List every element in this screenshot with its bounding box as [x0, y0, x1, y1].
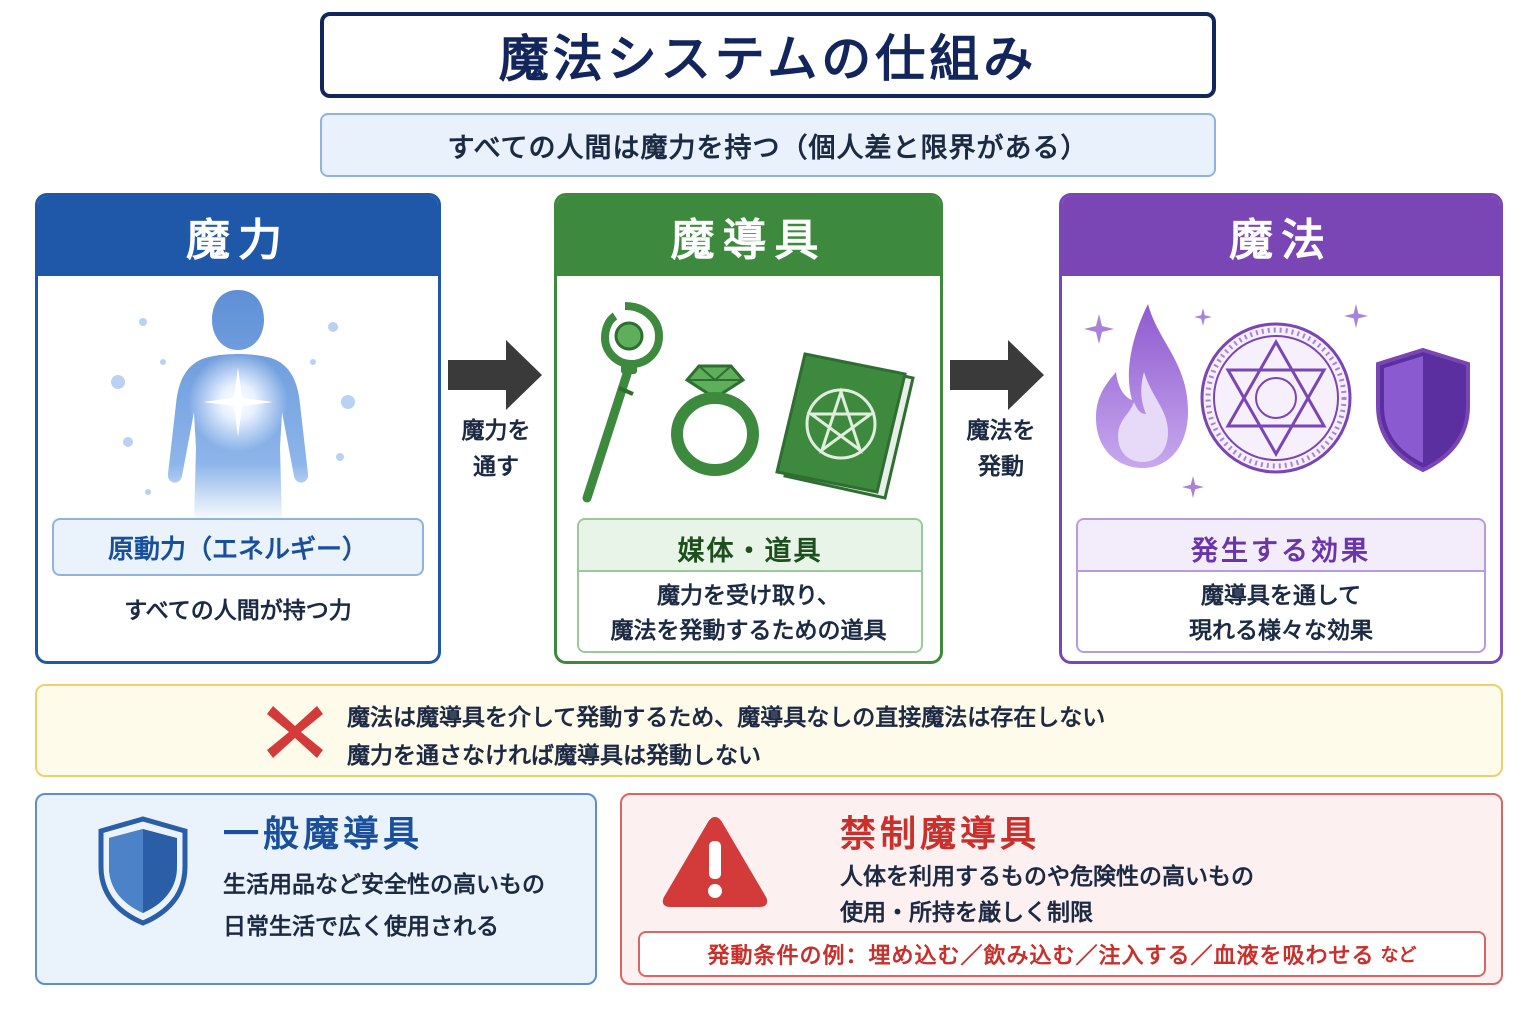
sparkle-icon: [1194, 308, 1212, 326]
warning-icon: [662, 817, 768, 907]
arrow-right-icon: [448, 340, 542, 410]
forbidden-tools-box: 禁制魔導具 人体を利用するものや危険性の高いもの 使用・所持を厳しく制限 発動条…: [620, 793, 1503, 985]
warning-band: 魔法は魔導具を介して発動するため、魔導具なしの直接魔法は存在しない 魔力を通さな…: [35, 684, 1503, 777]
warning-line2: 魔力を通さなければ魔導具は発動しない: [347, 743, 761, 769]
panel-madougu: 魔導具 媒体・道具 魔力を受け取り、 魔法を発動するための道具: [554, 193, 943, 664]
general-tools-title: 一般魔導具: [223, 814, 424, 855]
arrow-label-1-line2: 通す: [473, 454, 519, 480]
panel-maryoku: 魔力 原動力（エネルギー） すべての人間が持つ力: [35, 193, 441, 664]
panel-madougu-label-bg: [579, 520, 921, 572]
general-tools-box: 一般魔導具 生活用品など安全性の高いもの 日常生活で広く使用される: [35, 793, 597, 985]
condition-text: 発動条件の例：埋め込む／飲み込む／注入する／血液を吸わせる: [707, 944, 1375, 969]
arrow-right-icon: [950, 340, 1044, 410]
page-title: 魔法システムの仕組み: [498, 30, 1038, 88]
arrow-label-2-line2: 発動: [978, 454, 1024, 480]
panel-mahou-label-bg: [1078, 520, 1484, 572]
cross-icon: [267, 706, 323, 758]
condition-box: 発動条件の例：埋め込む／飲み込む／注入する／血液を吸わせる など: [638, 931, 1486, 977]
shield-icon: [1376, 347, 1470, 473]
arrow-label-2: 魔法を 発動: [946, 413, 1056, 485]
forbidden-tools-title: 禁制魔導具: [840, 814, 1041, 855]
panel-madougu-desc: 魔力を受け取り、 魔法を発動するための道具: [557, 579, 940, 649]
sparkle-icon: [1182, 476, 1204, 498]
spellbook-icon: [775, 352, 915, 500]
panel-mahou: 魔法 発生する効果 魔導具を通して 現れる様々な効果: [1059, 193, 1503, 664]
staff-icon: [582, 302, 664, 503]
general-tools-line1: 生活用品など安全性の高いもの: [223, 872, 545, 898]
panel-maryoku-desc: すべての人間が持つ力: [124, 598, 352, 624]
panel-madougu-label: 媒体・道具: [677, 536, 823, 567]
subtitle: すべての人間は魔力を持つ（個人差と限界がある）: [447, 132, 1089, 164]
panel-mahou-desc-line1: 魔導具を通して: [1200, 583, 1362, 609]
sparkle-icon: [1344, 304, 1368, 328]
subtitle-box: すべての人間は魔力を持つ（個人差と限界がある）: [320, 113, 1216, 177]
general-tools-line2: 日常生活で広く使用される: [223, 914, 499, 940]
shield-icon: [98, 816, 188, 926]
panel-madougu-desc-line1: 魔力を受け取り、: [656, 583, 841, 609]
ring-icon: [671, 364, 759, 476]
sparkle-icon: [1084, 314, 1114, 344]
arrow-label-2-line1: 魔法を: [966, 418, 1036, 444]
magic-circle-icon: [1200, 322, 1352, 474]
panel-maryoku-header: 魔力: [38, 196, 438, 276]
panel-mahou-header: 魔法: [1062, 196, 1500, 276]
arrow-label-1: 魔力を 通す: [441, 413, 551, 485]
flame-icon: [1096, 304, 1188, 468]
panel-mahou-label: 発生する効果: [1191, 536, 1371, 567]
panel-mahou-desc: 魔導具を通して 現れる様々な効果: [1062, 579, 1500, 649]
panel-maryoku-label: 原動力（エネルギー）: [107, 534, 368, 565]
panel-madougu-desc-line2: 魔法を発動するための道具: [610, 618, 887, 644]
human-energy-icon: [111, 290, 355, 522]
condition-suffix: など: [1380, 945, 1417, 966]
title-box: 魔法システムの仕組み: [320, 12, 1216, 98]
panel-madougu-header: 魔導具: [557, 196, 940, 276]
forbidden-tools-line2: 使用・所持を厳しく制限: [840, 900, 1093, 926]
panel-maryoku-label-box: 原動力（エネルギー）: [52, 518, 424, 576]
forbidden-tools-line1: 人体を利用するものや危険性の高いもの: [840, 864, 1254, 890]
warning-line1: 魔法は魔導具を介して発動するため、魔導具なしの直接魔法は存在しない: [347, 705, 1106, 731]
arrow-label-1-line1: 魔力を: [461, 418, 531, 444]
panel-mahou-desc-line2: 現れる様々な効果: [1189, 618, 1373, 644]
